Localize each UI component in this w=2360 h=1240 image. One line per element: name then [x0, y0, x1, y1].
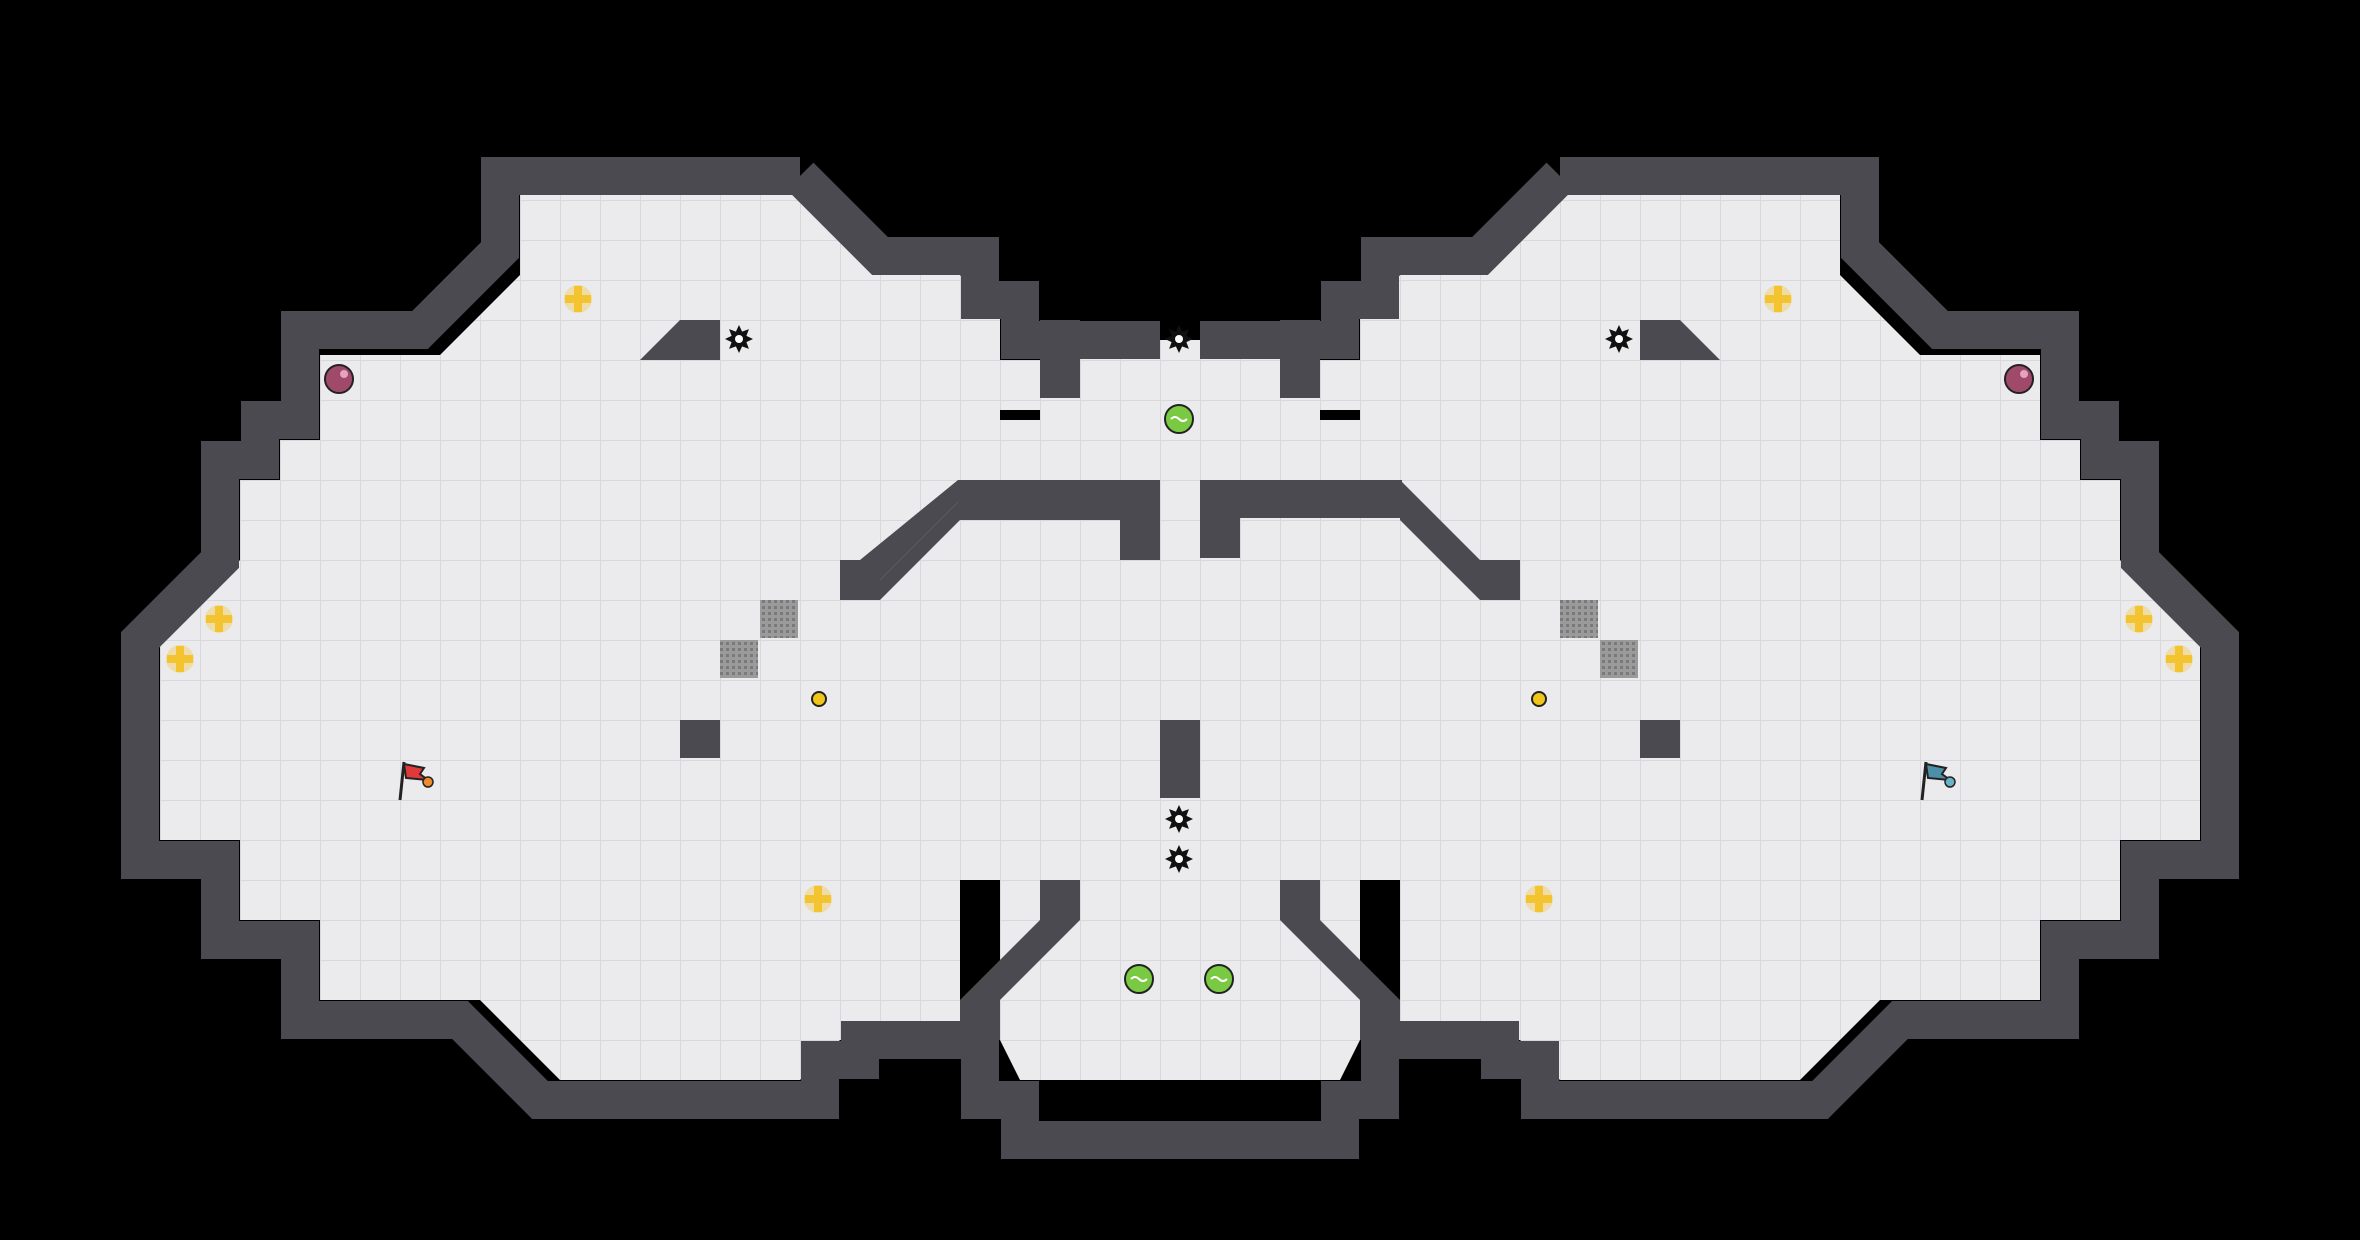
floor-right: [1280, 195, 2200, 1080]
spike-icon: [725, 325, 753, 353]
boost-icon: [1525, 885, 1553, 913]
red-flag-icon: [398, 761, 434, 801]
portal-icon: [811, 691, 827, 707]
spike-icon: [1165, 805, 1193, 833]
powerup-icon: [1164, 404, 1194, 434]
boost-icon: [564, 285, 592, 313]
portals: [811, 691, 1547, 707]
boost-icon: [1764, 285, 1792, 313]
bombs: [324, 364, 2034, 394]
bomb-icon: [324, 364, 354, 394]
bomb-icon: [2004, 364, 2034, 394]
boost-icon: [2165, 645, 2193, 673]
portal-icon: [1531, 691, 1547, 707]
gate-tile: [1560, 600, 1598, 638]
gate-tile: [720, 640, 758, 678]
powerups: [1124, 404, 1234, 994]
inner-walls: [640, 320, 1720, 1040]
spike-icon: [1165, 325, 1193, 353]
spike-icon: [1605, 325, 1633, 353]
powerup-icon: [1124, 964, 1154, 994]
floor-left: [160, 195, 1080, 1080]
boost-icon: [2125, 605, 2153, 633]
boost-icon: [205, 605, 233, 633]
boost-icon: [166, 645, 194, 673]
boosts: [166, 285, 2193, 913]
gates: [720, 600, 1638, 678]
gate-tile: [1600, 640, 1638, 678]
spike-icon: [1165, 845, 1193, 873]
spikes: [725, 325, 1633, 873]
boost-icon: [804, 885, 832, 913]
blue-flag-icon: [1920, 761, 1956, 801]
gate-tile: [760, 600, 798, 638]
powerup-icon: [1204, 964, 1234, 994]
